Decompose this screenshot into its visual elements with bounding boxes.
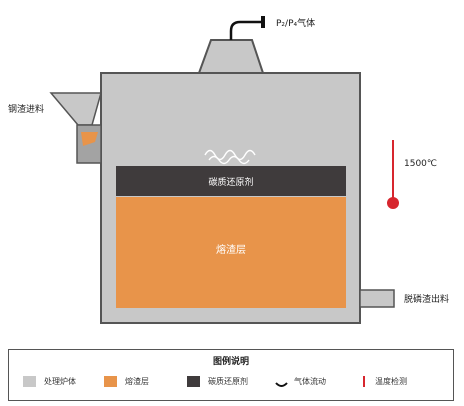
slag-layer: [116, 197, 346, 308]
thermometer-bulb: [387, 197, 399, 209]
exhaust-hood: [197, 39, 265, 74]
legend-label: 熔渣层: [125, 376, 149, 386]
furnace-swatch: [23, 375, 36, 387]
gas-outlet-label: P₂/P₄气体: [276, 17, 315, 29]
legend-box: 图例说明 处理炉体 熔渣层 碳质还原剂 气体流动 温度检测: [8, 349, 454, 401]
legend-label: 气体流动: [294, 376, 326, 386]
legend-item-temperature: 温度检测: [361, 374, 407, 388]
gas-pipe-end: [261, 16, 265, 28]
feed-material: [81, 132, 98, 146]
discharge-pipe: [359, 289, 395, 308]
legend-item-slag: 熔渣层: [104, 374, 149, 388]
slag-swatch: [104, 375, 117, 387]
temperature-label: 1500℃: [404, 159, 437, 169]
carbon-layer: [116, 166, 346, 196]
feed-inlet-label: 钢渣进料: [8, 103, 44, 115]
feed-hopper: [49, 92, 102, 126]
legend-item-carbon: 碳质还原剂: [187, 374, 248, 388]
carbon-swatch: [187, 375, 200, 387]
legend-label: 温度检测: [375, 376, 407, 386]
carbon-layer-label: 碳质还原剂: [208, 176, 253, 188]
thermometer-icon: [361, 375, 367, 387]
slag-layer-label: 熔渣层: [216, 243, 246, 256]
legend-item-gas-flow: 气体流动: [275, 374, 326, 388]
furnace-diagram: P₂/P₄气体 钢渣进料 碳质还原剂 熔渣层 1500℃ 脱磷渣出料: [8, 16, 449, 324]
legend-title: 图例说明: [212, 357, 249, 367]
discharge-outlet-label: 脱磷渣出料: [404, 293, 449, 305]
legend-label: 碳质还原剂: [208, 376, 248, 386]
gas-flow-waves: [204, 149, 256, 165]
legend-item-furnace: 处理炉体: [23, 374, 76, 388]
gas-flow-icon: [275, 376, 288, 387]
legend-label: 处理炉体: [44, 376, 76, 386]
gas-pipe: [229, 20, 262, 40]
